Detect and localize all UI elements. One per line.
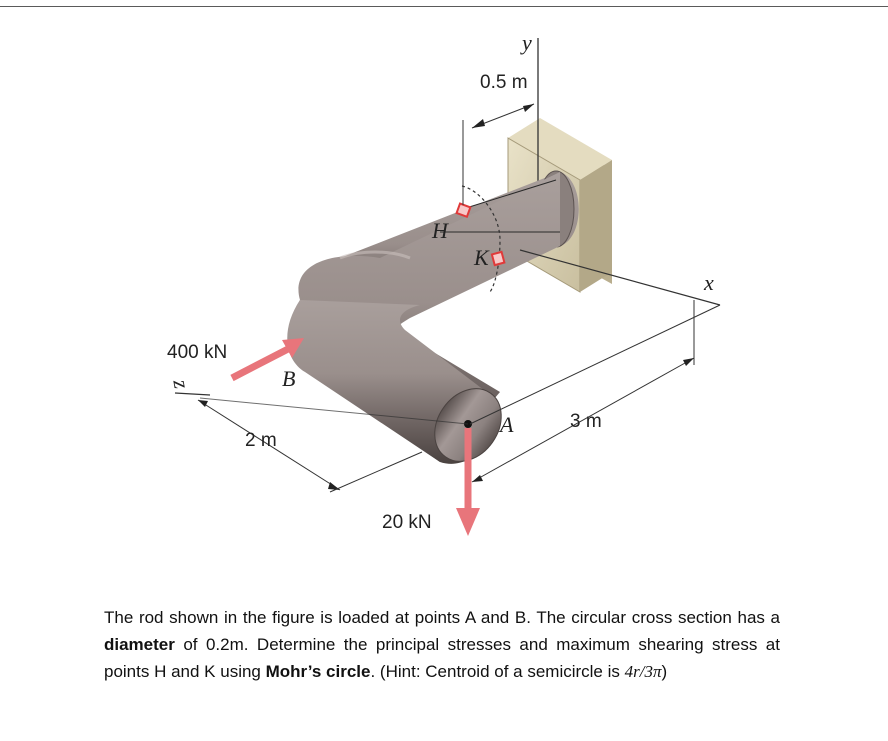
problem-text-2: of 0.2m. Determine the principal stresse… <box>104 635 780 681</box>
rod <box>287 170 579 464</box>
dim-left-label: 2 m <box>245 430 277 451</box>
load-a-arrow <box>456 428 480 536</box>
rod-figure: 400 kN 20 kN 0.5 m 2 m 3 m H K A B x y z <box>167 30 721 536</box>
load-b-arrow <box>230 338 304 382</box>
axis-z-label: z <box>168 377 194 391</box>
dim-right-label: 3 m <box>570 411 602 432</box>
centroid-formula: 4r/3π <box>624 662 662 681</box>
problem-text-3: . (Hint: Centroid of a semicircle is <box>370 662 625 681</box>
point-h-label: H <box>431 218 449 243</box>
problem-bold-mohr: Mohr’s circle <box>265 662 371 681</box>
point-k-marker <box>490 250 506 267</box>
point-a-label: A <box>498 412 514 437</box>
x-axis-line <box>519 249 721 306</box>
axis-y-label: y <box>520 30 532 55</box>
dim-left-line <box>197 399 341 491</box>
point-h-marker <box>455 202 472 219</box>
problem-statement: The rod shown in the figure is loaded at… <box>104 604 780 685</box>
load-a-label: 20 kN <box>382 512 432 533</box>
problem-bold-diameter: diameter <box>104 635 175 654</box>
x-axis-ref-line <box>469 304 721 425</box>
problem-text-1: The rod shown in the figure is loaded at… <box>104 608 780 627</box>
point-b-label: B <box>282 366 295 391</box>
axis-x-label: x <box>703 270 714 295</box>
dim-right-line <box>471 357 695 483</box>
z-axis-line <box>174 392 211 396</box>
top-divider-line <box>0 6 888 7</box>
load-b-label: 400 kN <box>167 342 227 363</box>
problem-text-4: ) <box>661 662 668 681</box>
point-k-label: K <box>473 245 490 270</box>
dim-top-label: 0.5 m <box>480 72 528 93</box>
